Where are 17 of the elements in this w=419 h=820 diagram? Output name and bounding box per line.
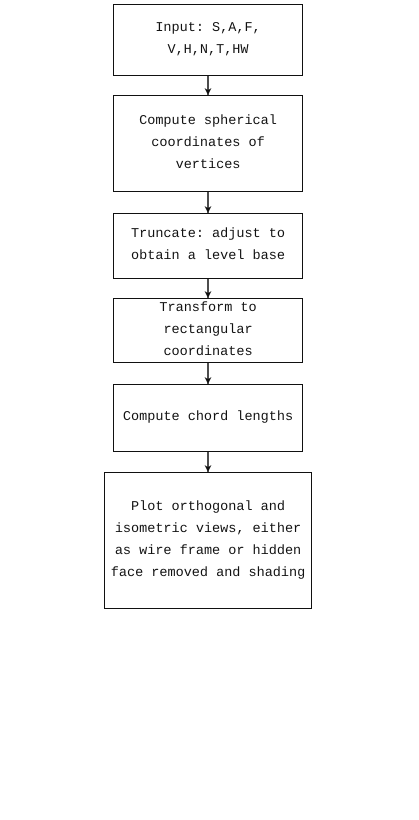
box-text: Truncate: adjust to obtain a level base bbox=[130, 226, 286, 266]
box-text: Compute chord lengths bbox=[122, 409, 294, 427]
box-text: Plot orthogonal and isometric views, either as wire frame or hidden face removed and shading bbox=[110, 498, 306, 582]
arrow bbox=[204, 76, 212, 95]
box-text: Compute spherical coordinates of vertices bbox=[138, 112, 278, 174]
process-box bbox=[113, 4, 303, 76]
arrow bbox=[204, 279, 212, 298]
arrow bbox=[204, 363, 212, 384]
process-box bbox=[113, 213, 303, 279]
process-box bbox=[113, 384, 303, 452]
process-box bbox=[104, 472, 312, 609]
arrow bbox=[204, 452, 212, 472]
box-text: Input: S,A,F, V,H,N,T,HW bbox=[154, 20, 262, 60]
box-text: Transform to rectangular coordinates bbox=[158, 300, 258, 362]
arrow bbox=[204, 192, 212, 213]
process-box bbox=[113, 298, 303, 363]
process-box bbox=[113, 95, 303, 192]
